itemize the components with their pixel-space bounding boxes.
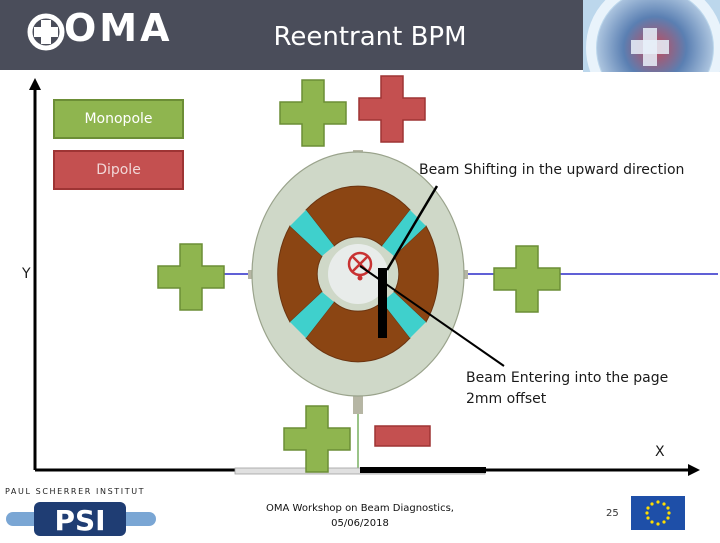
workshop-line2: 05/06/2018 [331,518,389,529]
electrode-top [305,185,411,247]
workshop-info: OMA Workshop on Beam Diagnostics, 05/06/… [255,501,465,531]
dipole-minus-bar [374,425,431,447]
monopole-cross-right [493,245,561,313]
eu-flag-icon [631,496,685,530]
medical-imaging-icon [583,0,720,117]
monopole-cross-left [157,243,225,311]
annotation-shift: Beam Shifting in the upward direction [419,162,685,178]
institute-name: PAUL SCHERRER INSTITUT [5,487,146,496]
dipole-cross-top [358,75,426,143]
oma-logo-icon [27,13,65,51]
dipole-button[interactable]: Dipole [53,150,184,190]
pointer-entering [359,265,505,367]
monopole-cross-top [279,79,347,147]
workshop-line1: OMA Workshop on Beam Diagnostics, [266,503,454,514]
x-axis-label: X [655,444,665,460]
gap-top-left [290,210,334,256]
bpm-diagram [29,75,718,476]
shift-indicator-bar [378,268,387,338]
page-number: 25 [606,508,619,519]
gap-bottom-right [382,292,426,338]
bottom-shift-bar [360,467,486,473]
x-axis-arrow [688,464,700,476]
bpm-electrodes [277,185,439,363]
oma-logo [24,8,164,56]
monopole-cross-bottom [283,405,351,473]
annotation-entering-line2: 2mm offset [466,391,547,407]
annotation-entering-line1: Beam Entering into the page [466,370,669,386]
y-axis-label: Y [22,266,31,282]
psi-logo-icon: PSI [6,502,156,537]
logo-text: OMA [64,6,173,50]
y-axis-arrow [29,78,41,90]
page-title: Reentrant BPM [273,22,467,52]
gap-bottom-left [290,292,334,338]
psi-logo: PSI [6,498,156,538]
psi-logo-text: PSI [54,504,105,537]
monopole-button[interactable]: Monopole [53,99,184,139]
pointer-shift [385,185,439,271]
electrode-left [277,225,323,323]
